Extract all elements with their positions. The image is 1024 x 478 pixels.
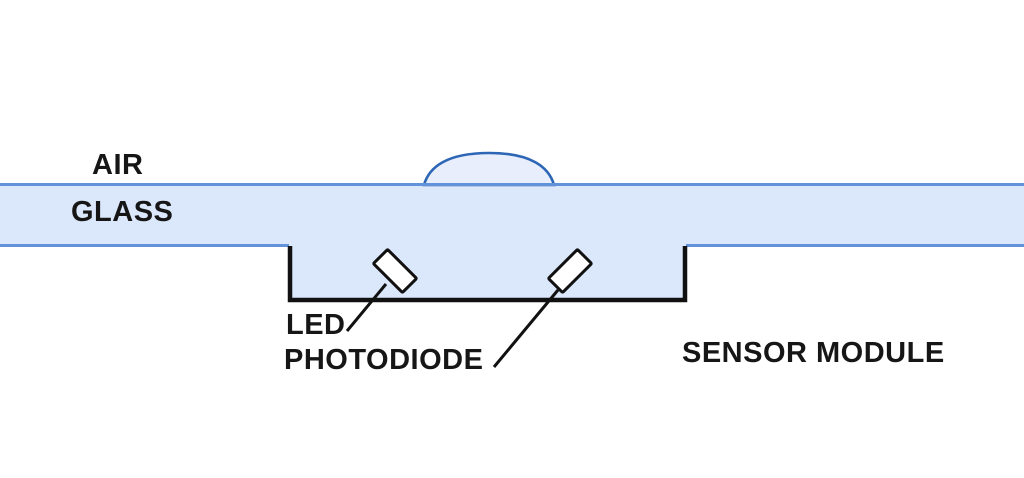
led-leader-line: [345, 283, 388, 332]
led-chip: [372, 248, 418, 294]
led-chip-body: [372, 248, 418, 294]
photodiode-label: PHOTODIODE: [284, 344, 484, 376]
photodiode-leader-line: [492, 289, 560, 368]
air-label: AIR: [92, 149, 144, 181]
glass-label: GLASS: [71, 196, 174, 228]
sensor-module-label: SENSOR MODULE: [682, 337, 945, 369]
sensor-cavity: [290, 244, 685, 298]
led-label: LED: [286, 309, 346, 341]
photodiode-chip: [547, 248, 593, 294]
water-droplet: [422, 151, 556, 187]
sensor-cavity-outline: [287, 246, 688, 303]
photodiode-chip-body: [547, 248, 593, 294]
glass-pane: [0, 183, 1024, 247]
